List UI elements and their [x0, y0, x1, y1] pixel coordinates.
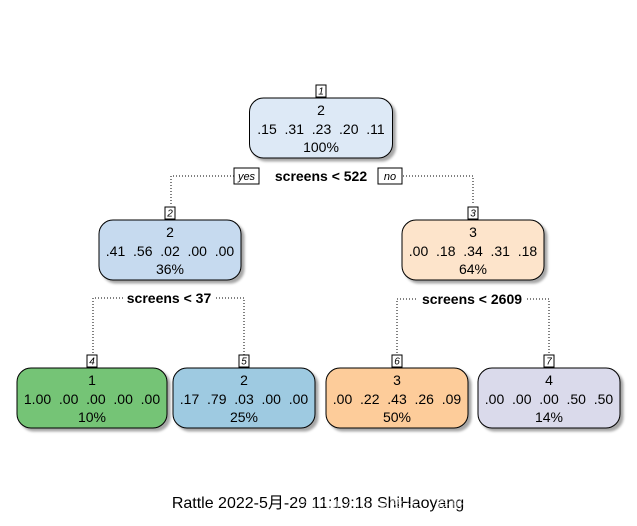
node-box [172, 367, 316, 429]
edge-1-left [170, 175, 234, 204]
node-index: 7 [546, 357, 552, 368]
node-index: 4 [89, 357, 95, 368]
node-index: 5 [241, 357, 247, 368]
node-index-tag: 1 [315, 84, 327, 98]
edge-3-left [396, 298, 418, 356]
tree-node-3: 3 3 .00 .18 .34 .31 .18 64% [401, 206, 545, 281]
tree-nodes: 1 2 .15 .31 .23 .20 .11 100% 2 2 .41 .56 .02 .… [16, 84, 621, 429]
node-index: 2 [166, 209, 173, 220]
tree-node-2: 2 2 .41 .56 .02 .00 .00 36% [98, 206, 242, 281]
node-box [477, 367, 621, 429]
node-probabilities: .00 .18 .34 .31 .18 [409, 243, 538, 259]
tree-node-1: 1 2 .15 .31 .23 .20 .11 100% [249, 84, 393, 159]
node-class: 3 [469, 224, 477, 240]
node-class: 2 [166, 224, 174, 240]
node-index-tag: 7 [543, 354, 555, 368]
node-probabilities: .17 .79 .03 .00 .00 [180, 391, 309, 407]
no-tag: no [377, 167, 403, 185]
yes-label: yes [237, 171, 256, 183]
edge-2-left [92, 297, 124, 356]
tree-node-6: 6 3 .00 .22 .43 .26 .09 50% [325, 354, 469, 429]
edge-1-right [403, 175, 474, 204]
split-rule-2: screens < 37 [127, 290, 212, 306]
node-class: 3 [393, 372, 401, 388]
tree-edges [92, 175, 550, 356]
node-index-tag: 6 [391, 354, 403, 368]
node-probabilities: .41 .56 .02 .00 .00 [106, 243, 235, 259]
node-index-tag: 2 [164, 206, 176, 220]
node-class: 4 [545, 372, 553, 388]
tree-node-4: 4 1 1.00 .00 .00 .00 .00 10% [16, 354, 168, 429]
node-class: 2 [240, 372, 248, 388]
node-class: 2 [317, 102, 325, 118]
tree-node-7: 7 4 .00 .00 .00 .50 .50 14% [477, 354, 621, 429]
node-probabilities: .00 .22 .43 .26 .09 [333, 391, 462, 407]
split-rule-3: screens < 2609 [422, 291, 522, 307]
node-index: 3 [470, 209, 476, 220]
no-label: no [384, 171, 396, 183]
node-probabilities: 1.00 .00 .00 .00 .00 [24, 391, 160, 407]
node-percent: 100% [303, 139, 339, 155]
node-index-tag: 3 [467, 206, 479, 220]
node-index-tag: 5 [238, 354, 250, 368]
node-percent: 36% [156, 261, 184, 277]
tree-node-5: 5 2 .17 .79 .03 .00 .00 25% [172, 354, 316, 429]
node-probabilities: .00 .00 .00 .50 .50 [485, 391, 614, 407]
node-probabilities: .15 .31 .23 .20 .11 [257, 121, 385, 137]
caption: Rattle 2022-5月-29 11:19:18 ShiHaoyang [172, 495, 464, 512]
node-percent: 64% [459, 261, 487, 277]
node-box [98, 219, 242, 281]
node-percent: 25% [230, 409, 258, 425]
yes-tag: yes [233, 167, 260, 185]
node-box [325, 367, 469, 429]
watermark: CSDN @山高路远，看世界，也找自己 [297, 498, 555, 516]
node-box [401, 219, 545, 281]
node-percent: 50% [383, 409, 411, 425]
node-percent: 10% [78, 409, 106, 425]
node-box [249, 97, 393, 159]
node-index: 1 [318, 87, 324, 98]
node-index-tag: 4 [86, 354, 98, 368]
node-class: 1 [88, 372, 96, 388]
edge-2-right [216, 297, 245, 356]
split-rule-1: screens < 522 [275, 168, 367, 184]
node-percent: 14% [535, 409, 563, 425]
node-box [16, 367, 168, 429]
node-index: 6 [394, 357, 400, 368]
edge-3-right [527, 298, 550, 356]
